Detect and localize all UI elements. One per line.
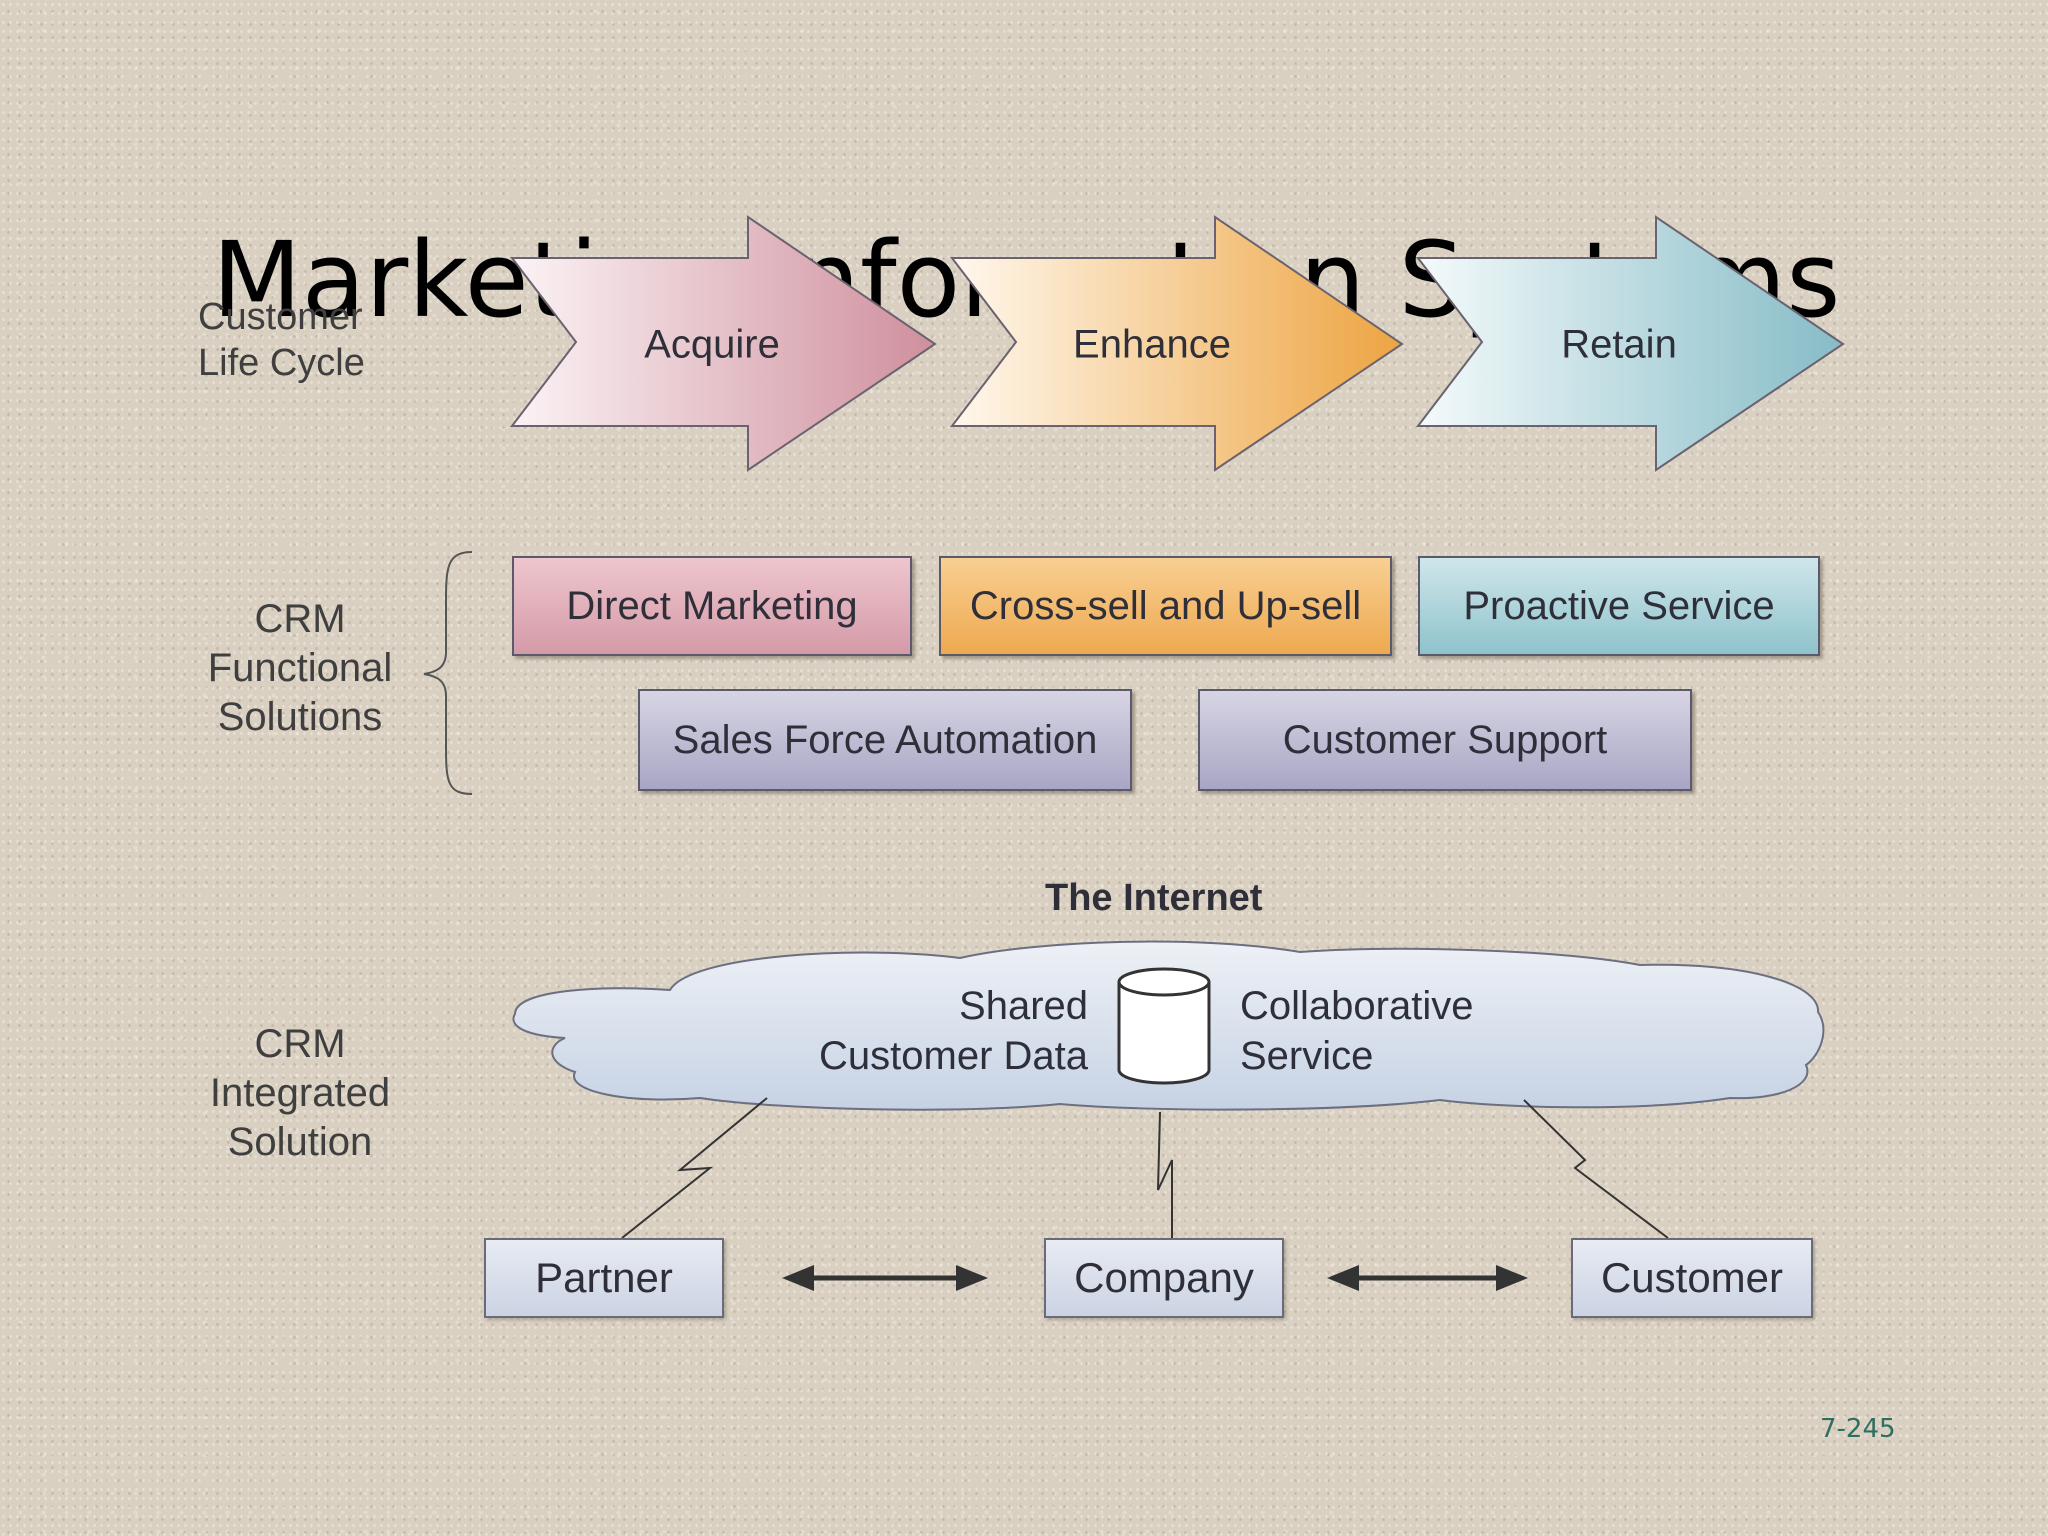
shared-data-line2: Customer Data bbox=[819, 1034, 1088, 1078]
functional-brace bbox=[423, 551, 473, 795]
collaborative-line1: Collaborative bbox=[1240, 984, 1474, 1028]
customer-support-box: Customer Support bbox=[1198, 689, 1692, 791]
proactive-service-box: Proactive Service bbox=[1418, 556, 1820, 656]
enhance-arrow bbox=[949, 215, 1404, 472]
partner-box: Partner bbox=[484, 1238, 724, 1318]
company-box: Company bbox=[1044, 1238, 1284, 1318]
lifecycle-label: Customer Life Cycle bbox=[198, 294, 398, 387]
functional-label: CRM Functional Solutions bbox=[180, 595, 420, 741]
company-customer-arrow bbox=[1327, 1265, 1528, 1291]
integrated-label-line1: CRM bbox=[254, 1022, 346, 1066]
integrated-label-line3: Solution bbox=[227, 1119, 373, 1164]
shared-data-line1: Shared bbox=[959, 984, 1088, 1028]
internet-label: The Internet bbox=[1045, 877, 1263, 919]
company-connection bbox=[1157, 1111, 1173, 1238]
acquire-arrow bbox=[509, 215, 937, 472]
partner-connection bbox=[621, 1097, 768, 1239]
functional-label-line1: CRM bbox=[254, 597, 346, 641]
retain-arrow bbox=[1415, 215, 1845, 472]
collaborative-service-label: Collaborative Service bbox=[1240, 981, 1473, 1081]
stage-enhance: Enhance bbox=[1073, 322, 1231, 367]
partner-company-arrow bbox=[782, 1265, 988, 1291]
sales-force-automation-box: Sales Force Automation bbox=[638, 689, 1132, 791]
customer-box: Customer bbox=[1571, 1238, 1813, 1318]
customer-connection bbox=[1523, 1099, 1669, 1239]
integrated-label-line2: Integrated bbox=[209, 1070, 391, 1115]
shared-data-label: Shared Customer Data bbox=[819, 981, 1088, 1081]
cross-sell-box: Cross-sell and Up-sell bbox=[939, 556, 1392, 656]
direct-marketing-box: Direct Marketing bbox=[512, 556, 912, 656]
lifecycle-label-line2: Life Cycle bbox=[198, 342, 365, 385]
stage-acquire: Acquire bbox=[644, 322, 780, 367]
page-number: 7-245 bbox=[1820, 1414, 1896, 1444]
stage-retain: Retain bbox=[1561, 322, 1677, 367]
collaborative-line2: Service bbox=[1240, 1034, 1374, 1078]
lifecycle-label-line1: Customer bbox=[198, 296, 363, 338]
functional-label-line3: Solutions bbox=[217, 694, 383, 739]
integrated-label: CRM Integrated Solution bbox=[180, 1020, 420, 1166]
functional-label-line2: Functional bbox=[207, 645, 393, 690]
database-icon bbox=[1117, 967, 1211, 1085]
